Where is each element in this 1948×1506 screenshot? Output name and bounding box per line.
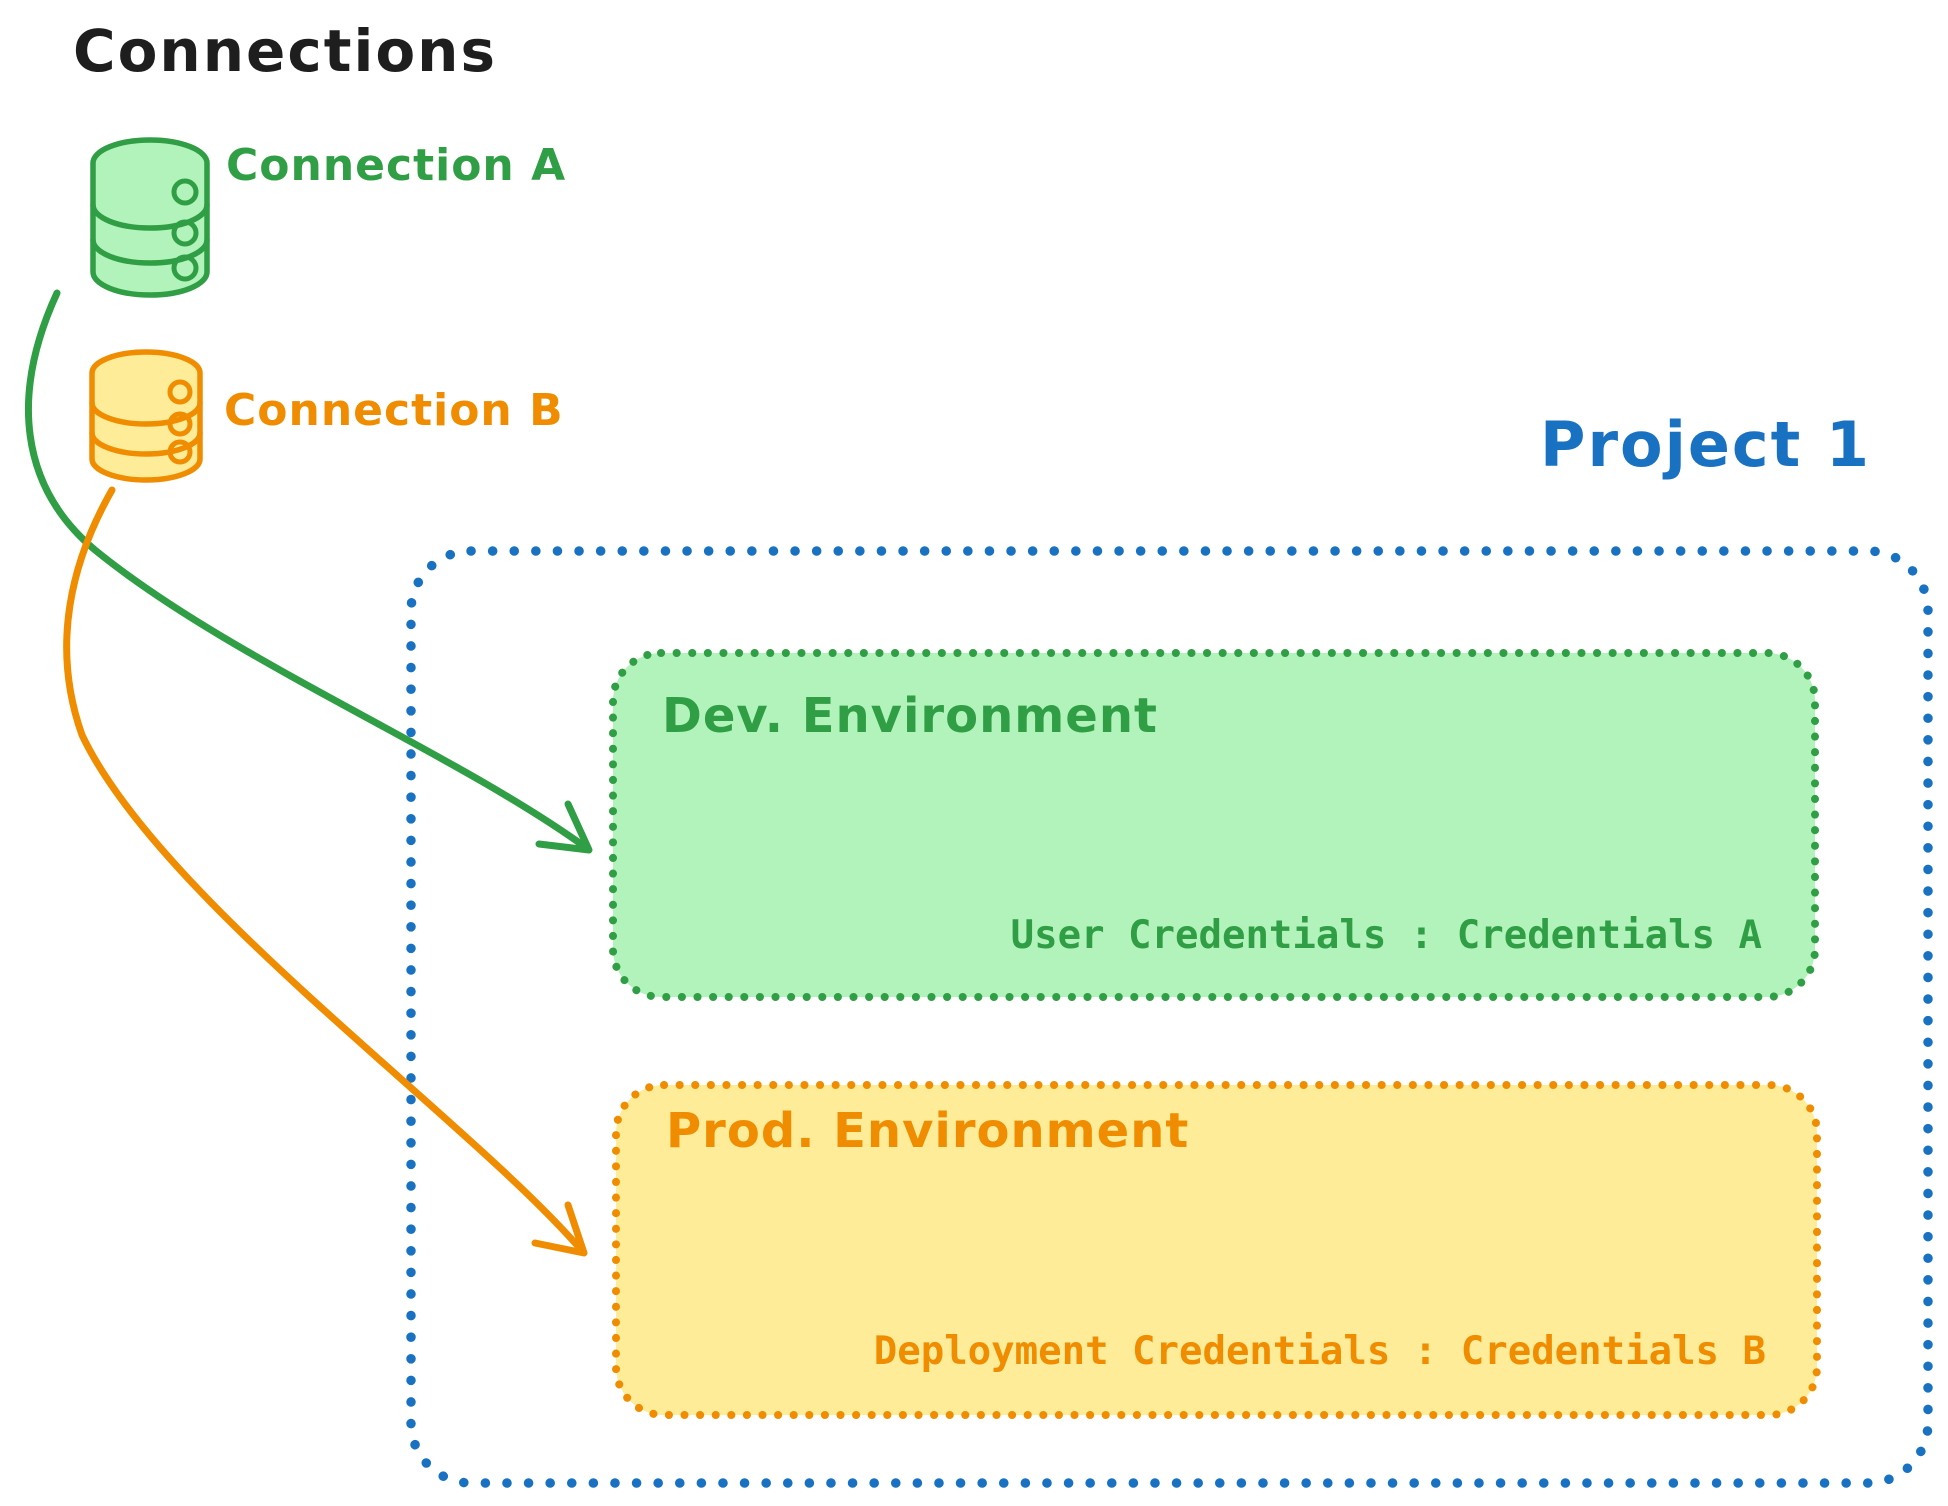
prod-environment-title: Prod. Environment: [666, 1103, 1190, 1159]
arrowhead-dev: [535, 800, 593, 854]
connection-b-label: Connection B: [224, 385, 564, 436]
prod-environment-credentials: Deployment Credentials : Credentials B: [873, 1329, 1766, 1374]
database-icon-connection-a: [90, 137, 210, 298]
diagram-title: Connections: [73, 17, 497, 85]
database-icon-connection-b: [89, 349, 203, 483]
arrow-connection-a-to-dev: [24, 289, 593, 854]
dev-environment-credentials: User Credentials : Credentials A: [1010, 913, 1762, 958]
dev-environment-title: Dev. Environment: [662, 688, 1158, 744]
connection-a-label: Connection A: [226, 140, 567, 191]
arrow-connection-b-to-prod: [63, 486, 588, 1257]
arrowhead-prod: [531, 1201, 588, 1257]
project-title: Project 1: [1540, 408, 1872, 481]
